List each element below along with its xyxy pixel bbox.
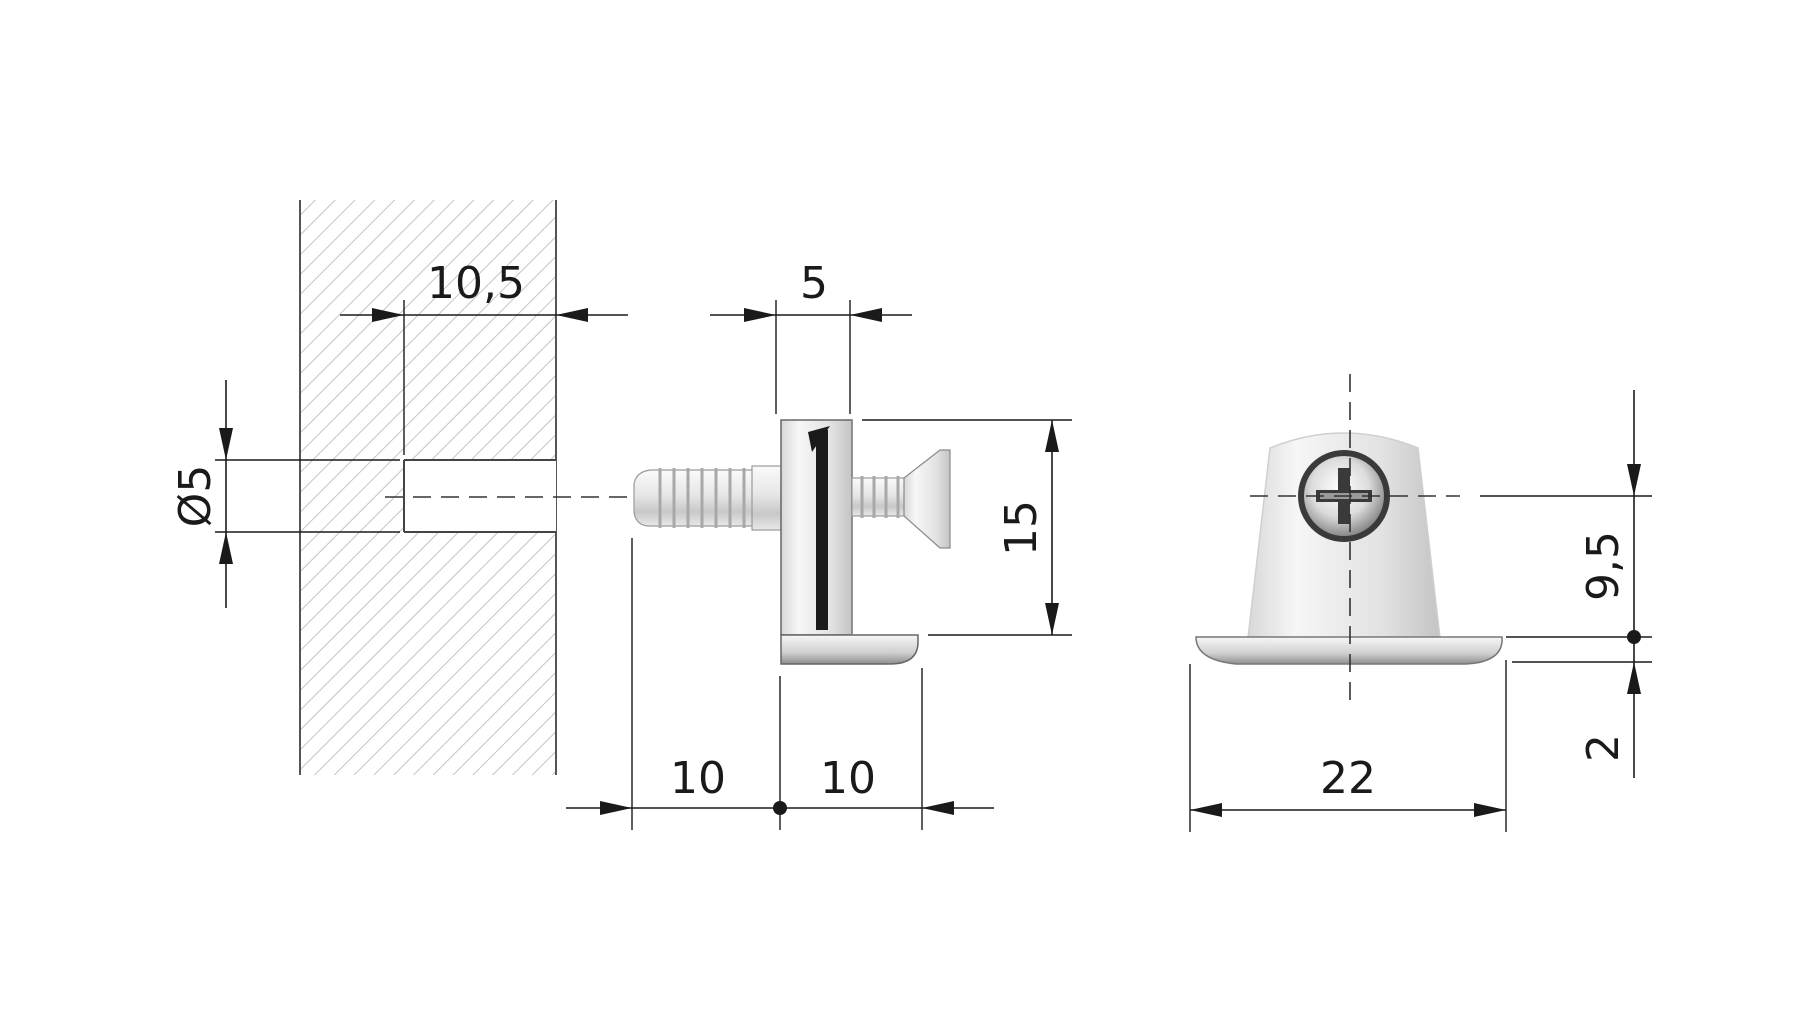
support-body: [780, 419, 919, 665]
label-body-height: 15: [996, 500, 1047, 556]
dim-body-height: 15: [862, 419, 1072, 636]
wall-section: [299, 200, 557, 775]
label-body-length: 10: [820, 753, 876, 804]
label-hole-depth: 10,5: [427, 258, 525, 309]
dim-lengths: 10 10: [566, 538, 994, 830]
label-body-width: 5: [800, 258, 828, 309]
label-screw-height: 9,5: [1578, 531, 1629, 601]
dim-heights-right: 9,5 2: [1480, 390, 1652, 778]
dim-hole-diameter: Ø5: [170, 380, 400, 608]
dim-body-width: 5: [710, 258, 912, 414]
front-base: [1195, 636, 1503, 665]
threaded-pin: [633, 465, 783, 531]
drilled-hole: [404, 460, 556, 532]
label-pin-length: 10: [670, 753, 726, 804]
dim-base-width: 22: [1189, 660, 1507, 832]
label-hole-diameter: Ø5: [170, 465, 221, 528]
label-base-thickness: 2: [1578, 734, 1629, 762]
shelf-support-side-view: [633, 419, 951, 665]
label-base-width: 22: [1320, 753, 1376, 804]
fixing-screw: [851, 449, 951, 549]
shelf-support-front-view: [1195, 374, 1503, 700]
dim-hole-depth: 10,5: [340, 258, 628, 455]
